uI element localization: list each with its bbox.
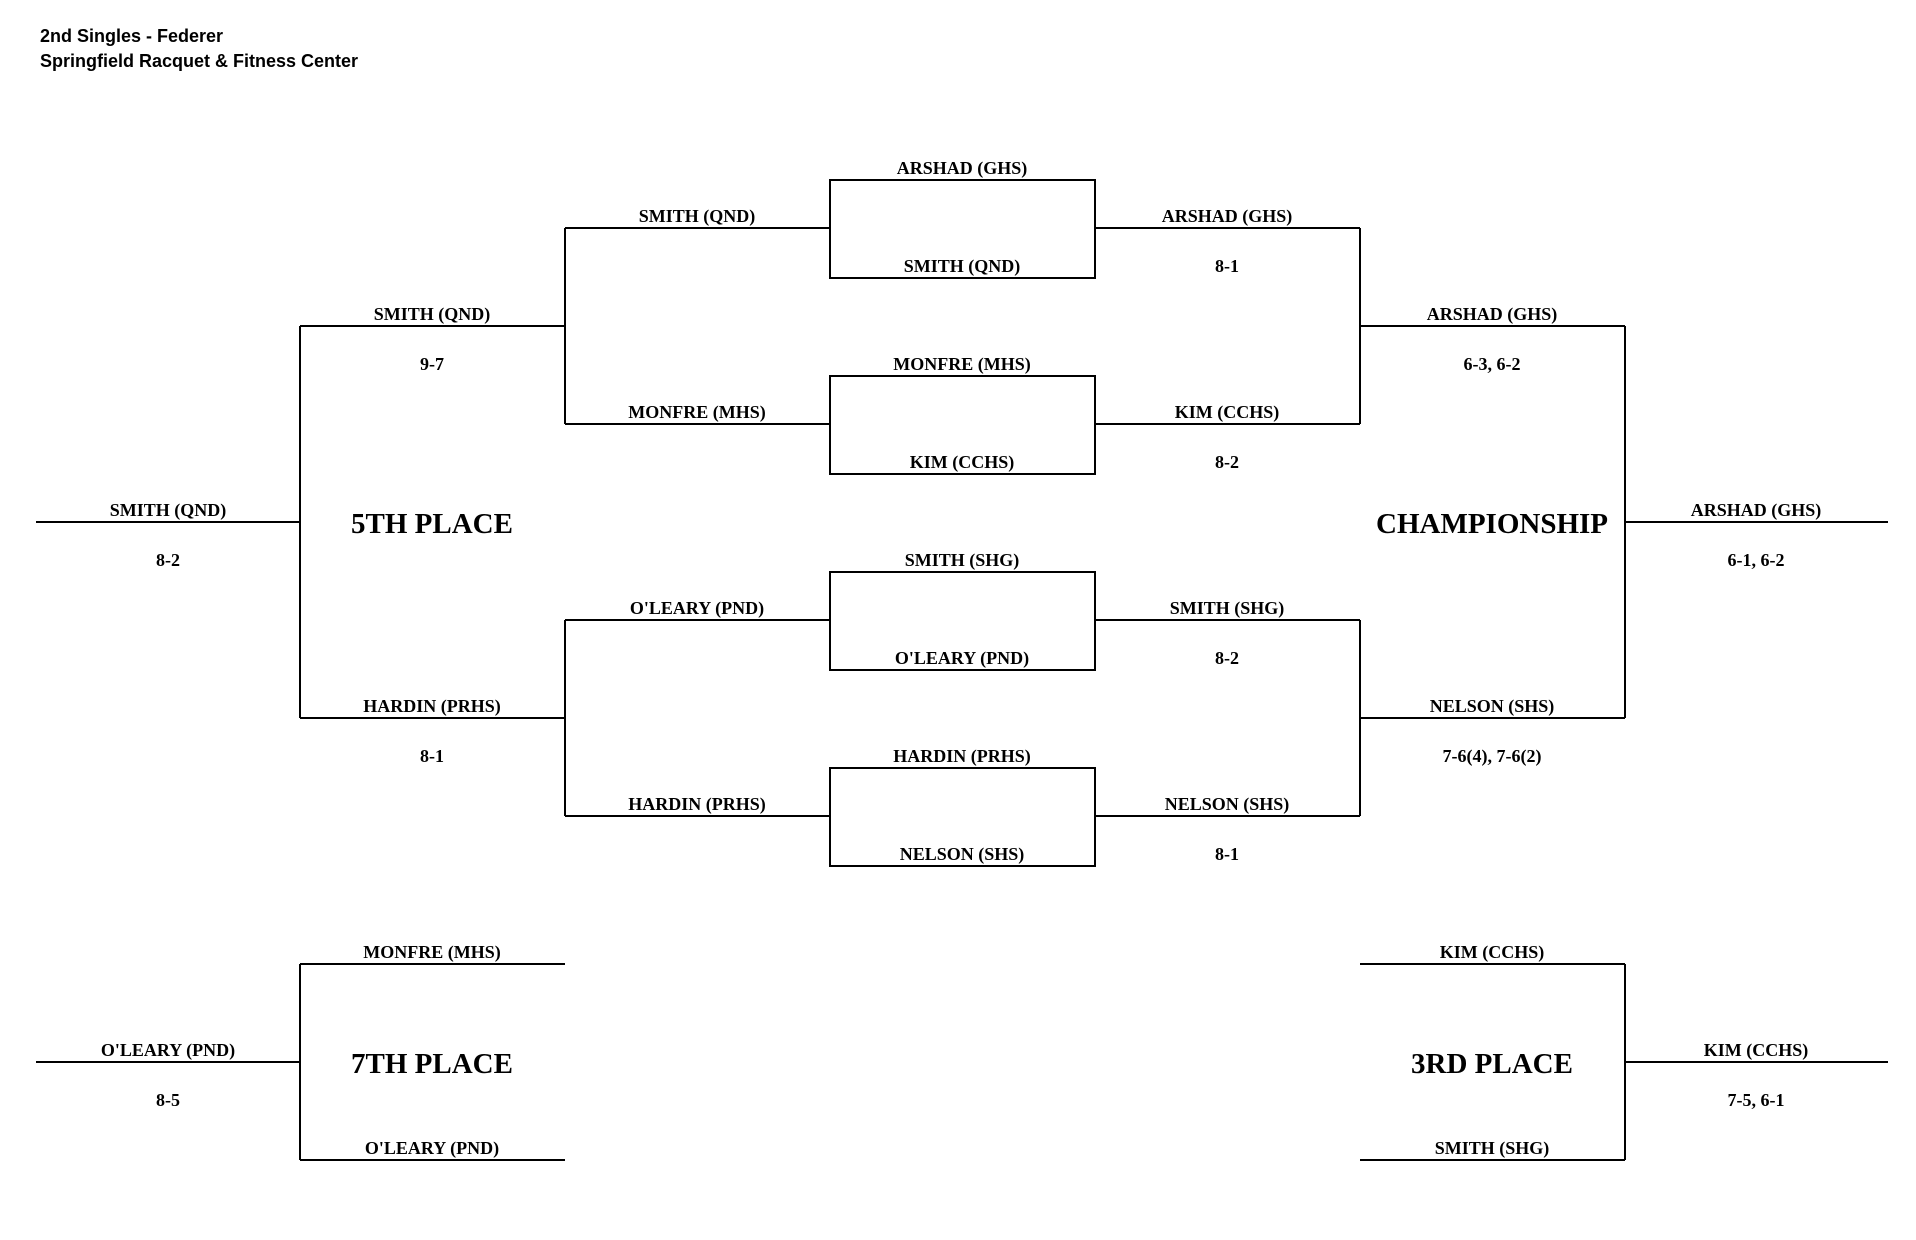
- fifth-place-winner-name: SMITH (QND): [110, 500, 227, 521]
- seventh-place-label: 7TH PLACE: [351, 1048, 513, 1080]
- winner-semi-bottom-name: NELSON (SHS): [1430, 696, 1555, 717]
- first-round-m3-top: SMITH (SHG): [905, 550, 1020, 571]
- championship-label: CHAMPIONSHIP: [1376, 508, 1608, 540]
- third-top-name: KIM (CCHS): [1440, 942, 1545, 963]
- first-round-m2-bottom: KIM (CCHS): [910, 452, 1015, 473]
- consolation-semi-top-score: 9-7: [420, 354, 444, 374]
- first-round-m1-top: ARSHAD (GHS): [897, 158, 1028, 179]
- winner-qf-4-score: 8-1: [1215, 844, 1239, 864]
- fifth-place-label: 5TH PLACE: [351, 508, 513, 540]
- winner-semi-top-name: ARSHAD (GHS): [1427, 304, 1558, 325]
- consolation-semi-bottom-score: 8-1: [420, 746, 444, 766]
- consolation-semi-bottom-name: HARDIN (PRHS): [363, 696, 501, 717]
- consolation-name-2: MONFRE (MHS): [628, 402, 765, 423]
- consolation-name-1: SMITH (QND): [639, 206, 756, 227]
- seventh-winner-name: O'LEARY (PND): [101, 1040, 235, 1061]
- champion-score: 6-1, 6-2: [1728, 550, 1785, 570]
- bracket-lines: [36, 179, 1888, 1161]
- third-bottom-name: SMITH (SHG): [1435, 1138, 1550, 1159]
- winner-semi-bottom-score: 7-6(4), 7-6(2): [1443, 746, 1542, 767]
- venue-title: Springfield Racquet & Fitness Center: [40, 51, 358, 71]
- consolation-semi-top-name: SMITH (QND): [374, 304, 491, 325]
- first-round-m4-top: HARDIN (PRHS): [893, 746, 1031, 767]
- third-winner-score: 7-5, 6-1: [1728, 1090, 1785, 1110]
- winner-qf-1-name: ARSHAD (GHS): [1162, 206, 1293, 227]
- seventh-bottom-name: O'LEARY (PND): [365, 1138, 499, 1159]
- winner-qf-2-score: 8-2: [1215, 452, 1239, 472]
- winner-qf-1-score: 8-1: [1215, 256, 1239, 276]
- first-round-m2-top: MONFRE (MHS): [893, 354, 1030, 375]
- consolation-name-3: O'LEARY (PND): [630, 598, 764, 619]
- consolation-name-4: HARDIN (PRHS): [628, 794, 766, 815]
- event-title: 2nd Singles - Federer: [40, 26, 223, 46]
- first-round-m4-bottom: NELSON (SHS): [900, 844, 1025, 865]
- winner-qf-3-score: 8-2: [1215, 648, 1239, 668]
- winner-semi-top-score: 6-3, 6-2: [1464, 354, 1521, 374]
- winner-qf-3-name: SMITH (SHG): [1170, 598, 1285, 619]
- winner-qf-2-name: KIM (CCHS): [1175, 402, 1280, 423]
- third-winner-name: KIM (CCHS): [1704, 1040, 1809, 1061]
- winner-qf-4-name: NELSON (SHS): [1165, 794, 1290, 815]
- first-round-m1-bottom: SMITH (QND): [904, 256, 1021, 277]
- seventh-winner-score: 8-5: [156, 1090, 180, 1110]
- fifth-place-winner-score: 8-2: [156, 550, 180, 570]
- seventh-top-name: MONFRE (MHS): [363, 942, 500, 963]
- third-place-label: 3RD PLACE: [1411, 1048, 1573, 1080]
- champion-name: ARSHAD (GHS): [1691, 500, 1822, 521]
- first-round-m3-bottom: O'LEARY (PND): [895, 648, 1029, 669]
